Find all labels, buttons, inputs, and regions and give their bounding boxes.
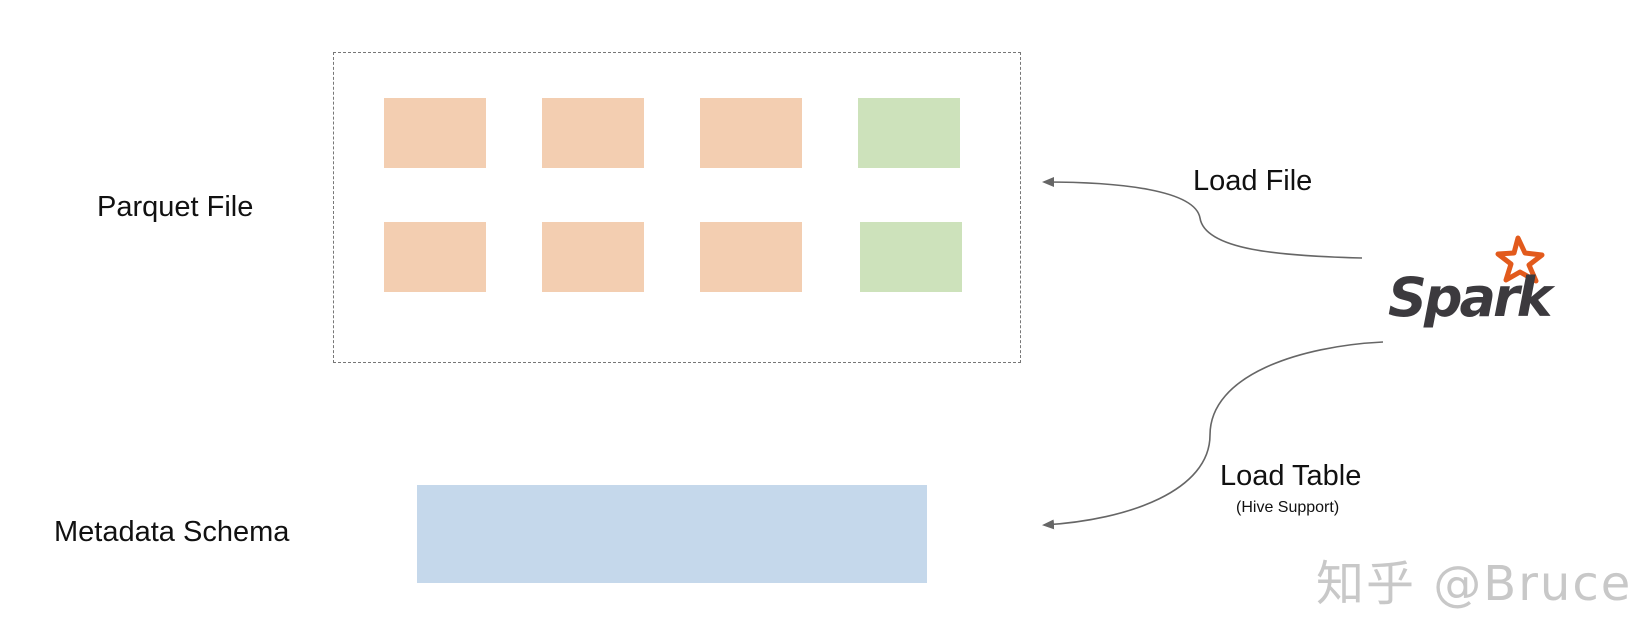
watermark: 知乎 @Bruce	[1316, 556, 1633, 612]
row-group-block	[542, 222, 644, 292]
parquet-file-container	[333, 52, 1021, 363]
row-group-block	[384, 222, 486, 292]
load-file-arrow	[1042, 177, 1363, 259]
load-table-label: Load Table	[1220, 460, 1362, 492]
row-group-block	[542, 98, 644, 168]
row-group-block	[700, 98, 802, 168]
load-file-label: Load File	[1193, 165, 1313, 197]
spark-logo: Spark	[1388, 235, 1559, 329]
row-group-block	[700, 222, 802, 292]
row-group-block	[384, 98, 486, 168]
spark-star-icon	[1495, 235, 1545, 284]
spark-logo-text: Spark	[1388, 266, 1556, 329]
metadata-schema-label: Metadata Schema	[54, 516, 290, 548]
load-table-arrow	[1042, 341, 1384, 530]
metadata-schema-bar	[417, 485, 927, 583]
hive-support-label: (Hive Support)	[1236, 499, 1340, 516]
parquet-file-label: Parquet File	[97, 191, 254, 223]
footer-block	[858, 98, 960, 168]
footer-block	[860, 222, 962, 292]
